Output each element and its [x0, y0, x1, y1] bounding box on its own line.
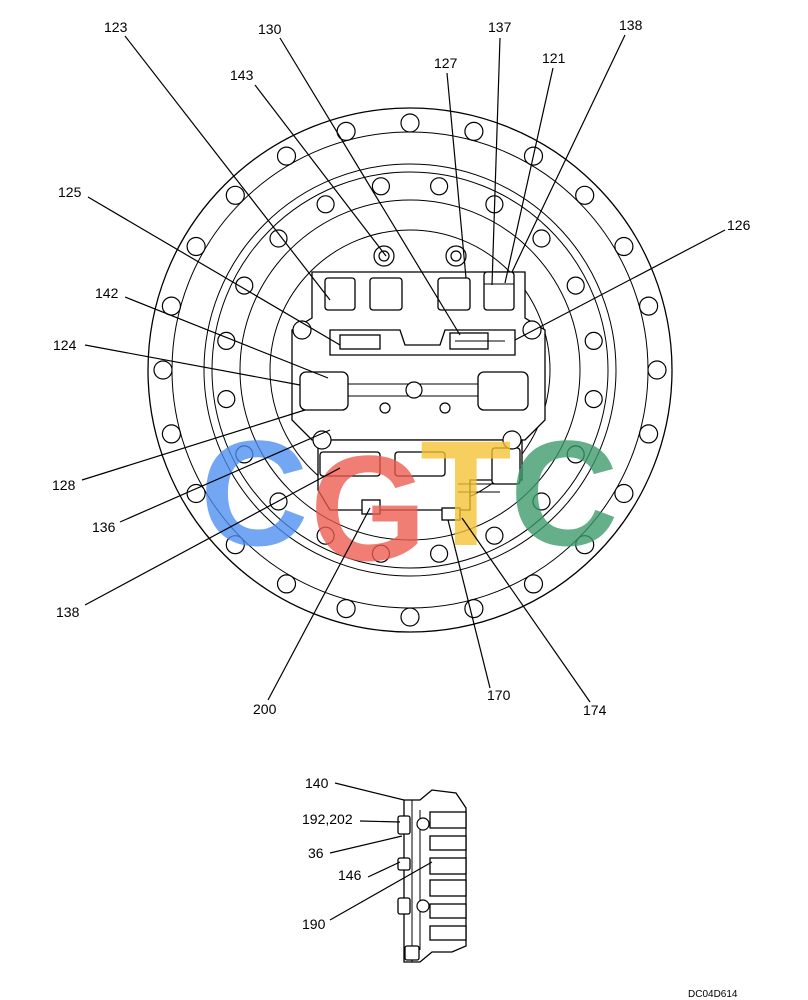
bolt-hole	[532, 229, 551, 248]
callout-138-top: 138	[619, 17, 643, 33]
side-detail-labels: 140 192,202 36 146 190	[302, 775, 362, 932]
watermark-letter-4: C	[510, 409, 618, 577]
bolt-hole	[430, 544, 449, 563]
bolt-hole	[575, 535, 595, 555]
watermark-letter-2: G	[310, 424, 427, 592]
bolt-hole	[464, 121, 484, 141]
bolt-hole	[575, 185, 595, 205]
callout-123: 123	[104, 19, 128, 35]
bolt-hole	[316, 195, 335, 214]
side-detail-view	[329, 782, 467, 963]
leader-lines	[81, 34, 726, 703]
callout-142: 142	[95, 285, 119, 301]
bolt-hole	[566, 276, 585, 295]
bolt-hole	[638, 424, 659, 444]
bolt-hole	[276, 574, 297, 594]
bolt-hole	[464, 598, 484, 619]
callout-126: 126	[727, 217, 751, 233]
callout-121: 121	[542, 50, 566, 66]
callout-137: 137	[488, 19, 512, 35]
bolt-hole	[225, 185, 245, 205]
bolt-hole	[614, 483, 634, 504]
callout-127: 127	[434, 55, 458, 71]
bolt-hole	[614, 236, 634, 257]
callout-124: 124	[53, 337, 77, 353]
bolt-hole	[638, 296, 659, 316]
callout-128: 128	[52, 477, 76, 493]
callout-labels: 123 130 137 138 143 127 121 125 126 142 …	[52, 17, 751, 718]
drawing-code: DC04D614	[688, 989, 738, 1000]
bolt-hole	[584, 390, 603, 409]
bolt-hole	[371, 544, 390, 563]
bolt-hole	[235, 276, 254, 295]
watermark-letter-3: T	[420, 409, 512, 577]
valve-bolts	[292, 245, 542, 450]
bolt-hole	[161, 424, 181, 444]
outer-bolt-holes	[153, 113, 667, 627]
bolt-hole	[566, 445, 585, 464]
bolt-hole	[647, 360, 667, 380]
bolt-hole	[532, 492, 551, 511]
bolt-hole	[225, 535, 245, 555]
callout-140: 140	[305, 775, 329, 791]
bolt-hole	[186, 483, 206, 504]
callout-143: 143	[230, 67, 254, 83]
callout-125: 125	[58, 184, 82, 200]
inner-bolt-holes	[217, 177, 603, 563]
bolt-hole	[584, 331, 603, 350]
valve-block	[291, 271, 546, 521]
watermark-letter-1: C	[200, 409, 308, 577]
callout-174: 174	[583, 702, 607, 718]
callout-170: 170	[487, 687, 511, 703]
callout-190: 190	[302, 916, 326, 932]
callout-130: 130	[258, 21, 282, 37]
callout-36: 36	[308, 845, 324, 861]
bolt-hole	[485, 526, 504, 545]
bolt-hole	[153, 360, 173, 380]
bolt-hole	[430, 177, 449, 196]
callout-192-202: 192,202	[302, 811, 353, 827]
watermark-logo: C G T C	[200, 409, 618, 592]
callout-136: 136	[92, 519, 116, 535]
bolt-hole	[400, 607, 420, 627]
bolt-hole	[269, 229, 288, 248]
bolt-hole	[217, 390, 236, 409]
bolt-hole	[400, 113, 420, 133]
bolt-hole	[235, 445, 254, 464]
bolt-hole	[336, 598, 356, 619]
callout-138-bottom: 138	[56, 604, 80, 620]
callout-146: 146	[338, 867, 362, 883]
callout-200: 200	[253, 701, 277, 717]
bolt-hole	[316, 526, 335, 545]
bolt-hole	[523, 574, 544, 594]
bolt-hole	[186, 236, 206, 257]
bolt-hole	[371, 177, 390, 196]
bolt-hole	[276, 146, 297, 166]
